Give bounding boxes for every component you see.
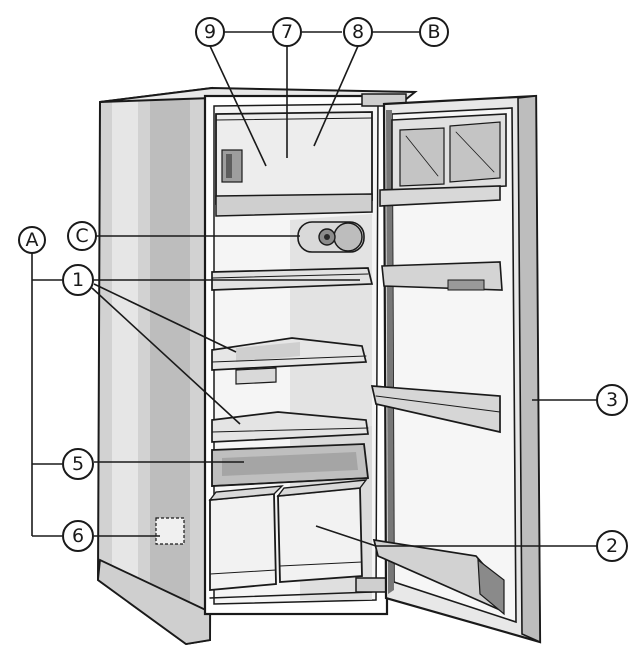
callout-6-label: 6	[72, 525, 84, 547]
glass-shelves	[211, 267, 374, 443]
callout-2-label: 2	[606, 535, 618, 557]
callout-B: B	[419, 17, 449, 47]
callout-3: 3	[596, 384, 628, 416]
callout-5: 5	[62, 448, 94, 480]
door-dairy-compartment	[391, 113, 507, 193]
callout-6: 6	[62, 520, 94, 552]
callout-A: A	[18, 226, 46, 254]
freezer-compartment	[215, 111, 373, 217]
door-shelf-2	[381, 261, 503, 291]
callout-3-label: 3	[606, 389, 618, 411]
callout-1-label: 1	[72, 269, 84, 291]
callout-A-label: A	[26, 229, 39, 251]
drawer-right	[276, 479, 368, 583]
callout-1: 1	[62, 264, 94, 296]
callout-5-label: 5	[72, 453, 84, 475]
shelf-lower	[211, 411, 369, 443]
callout-8: 8	[343, 17, 373, 47]
shelf-top	[211, 267, 374, 291]
callout-C-label: C	[75, 225, 88, 247]
callout-7-label: 7	[281, 21, 293, 43]
shelf-middle	[211, 337, 368, 385]
door-bottle-rack	[372, 538, 505, 616]
drawer-left	[208, 485, 284, 591]
refrigerator-door	[355, 93, 542, 644]
callout-8-label: 8	[352, 21, 364, 43]
callout-9-label: 9	[204, 21, 216, 43]
vegetable-drawers	[208, 479, 373, 599]
callout-2: 2	[596, 530, 628, 562]
crisper-cover	[211, 443, 370, 487]
door-shelf-3	[370, 385, 501, 434]
door-shelf-1	[379, 185, 501, 207]
callout-B-label: B	[427, 21, 440, 43]
cabinet-base	[97, 558, 211, 645]
thermostat-control	[297, 221, 365, 253]
callout-9: 9	[195, 17, 225, 47]
callout-C: C	[67, 221, 97, 251]
leader-lines	[31, 31, 598, 547]
callout-7: 7	[272, 17, 302, 47]
rating-plate	[155, 517, 185, 545]
